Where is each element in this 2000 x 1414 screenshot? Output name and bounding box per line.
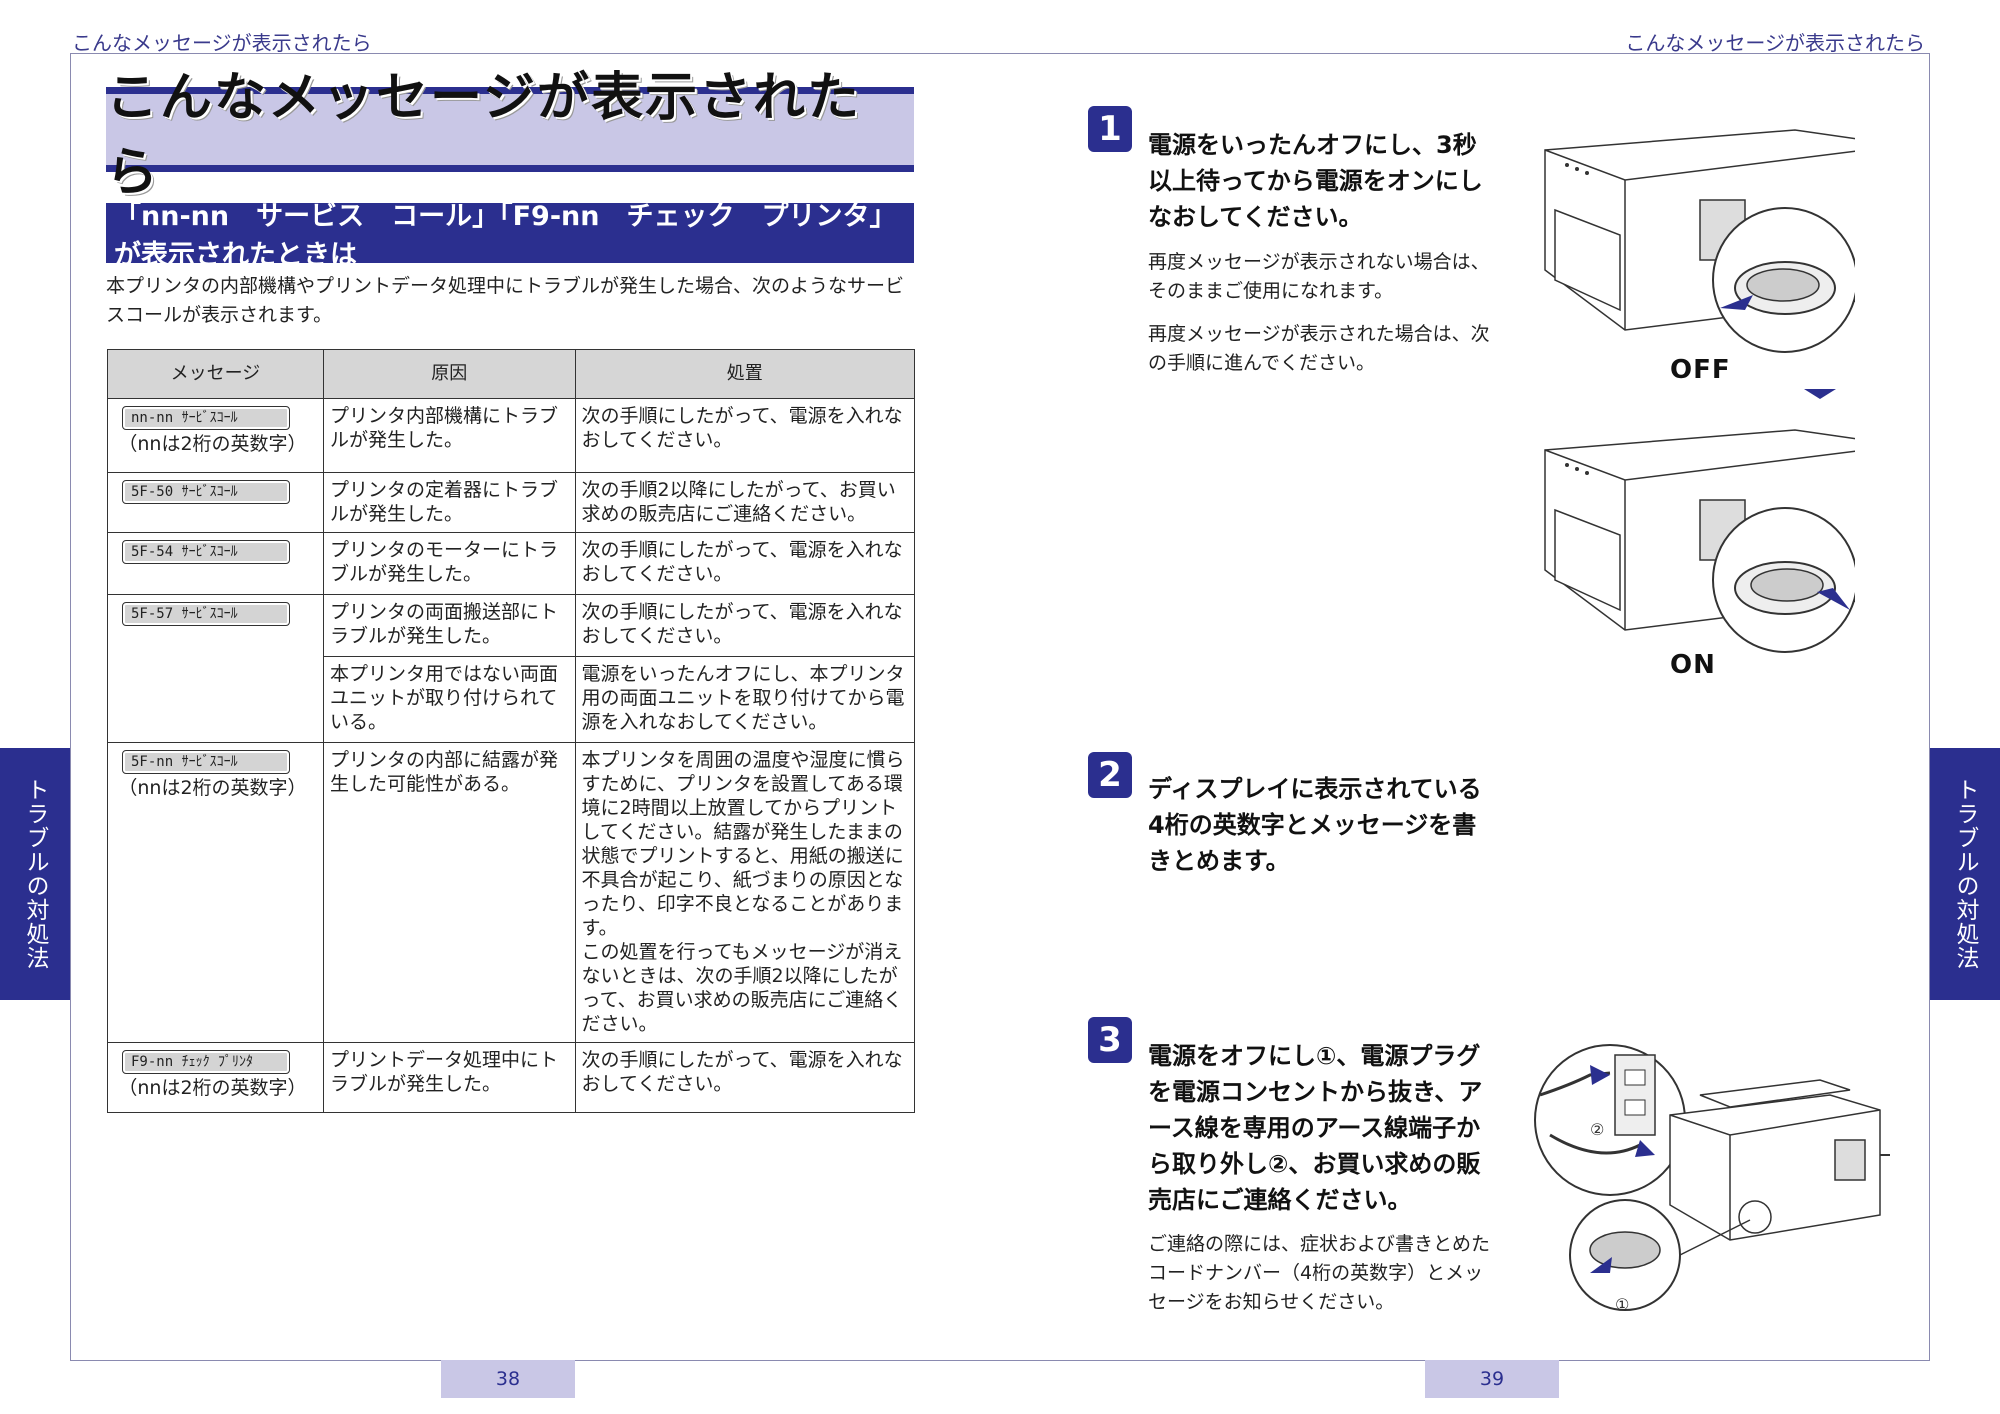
step-subtext: 再度メッセージが表示された場合は、次の手順に進んでください。 — [1148, 323, 1490, 374]
action-cell: 次の手順にしたがって、電源を入れなおしてください。 — [574, 594, 916, 657]
step-mark: ② — [1590, 1120, 1604, 1139]
lcd-message: 5F-50 ｻｰﾋﾞｽｺｰﾙ — [122, 480, 290, 504]
side-tab-left: トラブルの対処法 — [0, 748, 70, 1000]
cause-cell: プリンタの両面搬送部にトラブルが発生した。 — [322, 594, 576, 657]
side-tab-right: トラブルの対処法 — [1930, 748, 2000, 1000]
column-header: 原因 — [322, 349, 576, 399]
step-subtext: ご連絡の際には、症状および書きとめたコードナンバー（4桁の英数字）とメッセージを… — [1148, 1233, 1491, 1313]
step-text: 電源をオフにし①、電源プラグを電源コンセントから抜き、アース線を専用のアース線端… — [1148, 1042, 1483, 1214]
unplug-illustration: ② ① — [1534, 1044, 1890, 1314]
table-row: 5F-54 ｻｰﾋﾞｽｺｰﾙ プリンタのモーターにトラブルが発生した。 次の手順… — [107, 532, 916, 595]
lcd-message: nn-nn ｻｰﾋﾞｽｺｰﾙ — [122, 406, 290, 430]
page-title: こんなメッセージが表示されたら — [106, 67, 861, 203]
cause-cell: プリンタ内部機構にトラブルが発生した。 — [322, 398, 576, 473]
cause-cell: プリンタのモーターにトラブルが発生した。 — [322, 532, 576, 595]
table-row: 5F-57 ｻｰﾋﾞｽｺｰﾙ プリンタの両面搬送部にトラブルが発生した。 次の手… — [107, 594, 916, 743]
step-text: 電源をいったんオフにし、3秒以上待ってから電源をオンにしなおしてください。 — [1148, 131, 1483, 231]
off-label: OFF — [1670, 355, 1731, 385]
printer-power-off-illustration — [1544, 129, 1855, 353]
service-call-table: メッセージ 原因 処置 nn-nn ｻｰﾋﾞｽｺｰﾙ （nnは2桁の英数字） プリ… — [107, 349, 916, 1113]
frame-left — [70, 53, 71, 1360]
running-head-left: こんなメッセージが表示されたら — [72, 31, 372, 55]
action-cell: 次の手順にしたがって、電源を入れなおしてください。 — [574, 1042, 916, 1113]
message-note: （nnは2桁の英数字） — [118, 433, 307, 455]
table-header-row: メッセージ 原因 処置 — [107, 349, 916, 399]
table-row: 5F-50 ｻｰﾋﾞｽｺｰﾙ プリンタの定着器にトラブルが発生した。 次の手順2… — [107, 472, 916, 533]
action-cell: 電源をいったんオフにし、本プリンタ用の両面ユニットを取り付けてから電源を入れなお… — [574, 656, 916, 743]
page-title-box: こんなメッセージが表示されたら — [106, 68, 914, 203]
cause-cell: プリンタの内部に結露が発生した可能性がある。 — [322, 742, 576, 1043]
page-number-right: 39 — [1425, 1360, 1559, 1398]
action-cell: 次の手順2以降にしたがって、お買い求めの販売店にご連絡ください。 — [574, 472, 916, 533]
action-cell: 本プリンタを周囲の温度や湿度に慣らすために、プリンタを設置してある環境に2時間以… — [574, 742, 916, 1043]
step-text: ディスプレイに表示されている4桁の英数字とメッセージを書きとめます。 — [1148, 775, 1482, 875]
on-label: ON — [1670, 650, 1716, 680]
message-note: （nnは2桁の英数字） — [118, 1077, 307, 1099]
lcd-message: F9-nn ﾁｪｯｸ ﾌﾟﾘﾝﾀ — [122, 1050, 290, 1074]
page-number-left: 38 — [441, 1360, 575, 1398]
cause-cell: 本プリンタ用ではない両面ユニットが取り付けられている。 — [322, 656, 576, 743]
message-note: （nnは2桁の英数字） — [118, 777, 307, 799]
table-row: F9-nn ﾁｪｯｸ ﾌﾟﾘﾝﾀ （nnは2桁の英数字） プリントデータ処理中にト… — [107, 1042, 916, 1113]
lcd-message: 5F-54 ｻｰﾋﾞｽｺｰﾙ — [122, 540, 290, 564]
column-header: メッセージ — [107, 349, 324, 399]
table-row: 5F-nn ｻｰﾋﾞｽｺｰﾙ （nnは2桁の英数字） プリンタの内部に結露が発生し… — [107, 742, 916, 1043]
table-row: nn-nn ｻｰﾋﾞｽｺｰﾙ （nnは2桁の英数字） プリンタ内部機構にトラブルが… — [107, 398, 916, 473]
frame-right — [1929, 53, 1930, 1360]
action-cell: 次の手順にしたがって、電源を入れなおしてください。 — [574, 532, 916, 595]
printer-power-on-illustration — [1544, 429, 1855, 653]
lcd-message: 5F-nn ｻｰﾋﾞｽｺｰﾙ — [122, 750, 290, 774]
bottom-rule — [70, 1360, 1930, 1361]
step-number: 1 — [1088, 106, 1132, 152]
column-header: 処置 — [574, 349, 916, 399]
cause-cell: プリントデータ処理中にトラブルが発生した。 — [322, 1042, 576, 1113]
step-number: 3 — [1088, 1017, 1132, 1063]
table-row: 本プリンタ用ではない両面ユニットが取り付けられている。 電源をいったんオフにし、… — [108, 656, 916, 743]
lcd-message: 5F-57 ｻｰﾋﾞｽｺｰﾙ — [122, 602, 290, 626]
action-cell: 次の手順にしたがって、電源を入れなおしてください。 — [574, 398, 916, 473]
intro-text: 本プリンタの内部機構やプリントデータ処理中にトラブルが発生した場合、次のようなサ… — [106, 275, 905, 326]
running-head-right: こんなメッセージが表示されたら — [1625, 31, 1925, 55]
top-rule — [70, 53, 1930, 54]
step-subtext: 再度メッセージが表示されない場合は、そのままご使用になれます。 — [1148, 251, 1490, 302]
section-heading: 「nn-nn サービス コール」「F9-nn チェック プリンタ」が表示されたと… — [106, 201, 914, 271]
cause-cell: プリンタの定着器にトラブルが発生した。 — [322, 472, 576, 533]
step-mark: ① — [1615, 1295, 1629, 1314]
step-number: 2 — [1088, 752, 1132, 798]
